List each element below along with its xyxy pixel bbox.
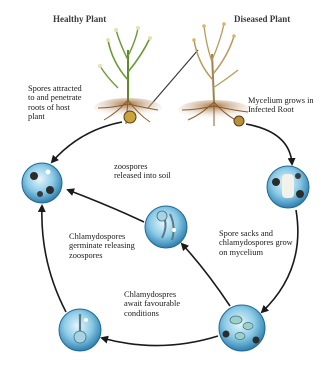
arrow-infected-to-mycelium (246, 124, 292, 164)
infection-point-left (124, 111, 136, 123)
label-mycelium-grows: Mycelium grows in Infected Root (248, 96, 326, 115)
label-chlamydospres-await: Chlamydospres await favourable condition… (124, 290, 184, 318)
infection-point-right (234, 116, 244, 126)
stage-mycelium-image (267, 166, 309, 208)
divider-line (148, 50, 198, 108)
arrow-mycelium-to-sacks (262, 210, 298, 312)
heading-diseased-plant: Diseased Plant (234, 14, 290, 24)
stage-zoospores-image (145, 206, 187, 248)
heading-healthy-plant: Healthy Plant (53, 14, 106, 24)
label-spores-attracted: Spores attracted to and penetrate roots … (28, 84, 82, 122)
arrow-sacks-to-germinate (102, 336, 218, 346)
healthy-plant-illustration (94, 26, 162, 124)
stage-spores-attracted-image (22, 163, 62, 203)
label-chlamydospores-germinate: Chlamydospores germinate releasing zoosp… (69, 232, 135, 260)
stage-spore-sacks-image (219, 305, 265, 351)
label-zoospores-released: zoospores released into soil (114, 162, 176, 181)
arrow-roots-to-spores (52, 122, 122, 162)
arrow-germinate-to-spores (42, 206, 66, 312)
label-spore-sacks: Spore sacks and chlamydospores grow on m… (219, 229, 301, 257)
diseased-plant-illustration (178, 22, 250, 126)
stage-germinate-image (59, 309, 101, 351)
arrow-zoospores-to-spores (68, 190, 144, 222)
